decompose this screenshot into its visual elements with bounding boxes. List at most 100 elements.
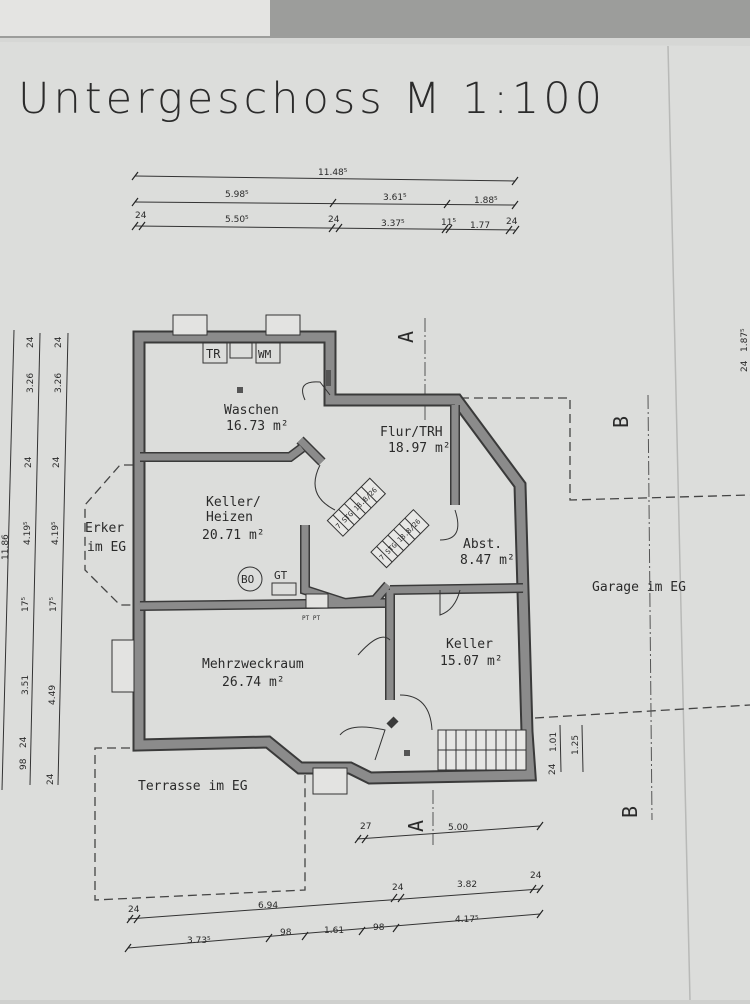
path-mark [357,636,391,656]
rooms-keller_heizen-name1-label: Keller/ [206,495,261,510]
line-mark [133,914,141,924]
drain-icon [404,750,410,756]
dimensions-left: 11.86 24 3.26 24 4.19⁵ 17⁵ 3.51 24 98 24… [1,329,69,791]
rooms-keller_heizen-area-label: 20.71 m² [202,528,265,543]
rooms-erker-name1-label: Erker [85,521,124,536]
dims_bottom-row4-1-label: 98 [280,928,292,938]
rooms-mehrzweck-name-label: Mehrzweckraum [202,657,304,672]
line-mark [265,933,273,943]
line-mark [134,201,516,206]
line-mark [134,175,516,182]
dims_left-row3-1-label: 3.26 [54,373,64,393]
path-mark [439,589,461,616]
page-title: Untergeschoss M 1:100 [18,74,606,124]
pump-label: PT PT [302,615,320,622]
line-mark [332,514,349,531]
dims_top-row2-0-label: 5.98⁵ [225,190,249,200]
line-mark [355,492,372,509]
g-mark [139,405,524,700]
rooms-abst-area-label: 8.47 m² [460,553,515,568]
path-mark [386,716,399,729]
line-mark [328,223,336,233]
dims_left-row3-6-label: 24 [46,773,56,785]
doors [302,381,461,761]
line-mark [134,225,516,231]
line-mark [398,523,416,540]
windows [111,314,348,795]
rooms-keller-area-label: 15.07 m² [440,654,503,669]
rooms-keller_heizen-name2-label: Heizen [206,510,253,525]
line-mark [358,926,366,936]
line-mark [536,884,544,894]
line-mark [445,224,453,234]
dims_right-edge-1-label: 1.87⁵ [740,328,750,352]
dims_bottom-row4-4-label: 4.17⁵ [455,915,479,925]
line-mark [536,821,544,831]
line-mark [511,176,519,186]
dims_bottom-row1-1-label: 5.00 [448,823,468,833]
path-mark [399,694,433,731]
rooms-keller-name-label: Keller [446,637,493,652]
line-mark [441,224,449,234]
dryer-box [202,342,228,364]
boiler-icon [237,566,263,592]
rect-mark [265,314,301,336]
dims_left-row3-0-label: 24 [54,336,64,348]
dims_top-row1-0-label: 11.48⁵ [318,168,348,178]
line-mark [1,329,15,791]
line-mark [529,884,537,894]
line-mark [131,171,139,181]
line-mark [393,529,410,546]
line-mark [338,508,355,526]
line-mark [124,943,132,953]
dims_top-row3-0-label: 24 [135,211,147,221]
dims_bottom-row1-0-label: 27 [360,822,371,832]
section-markers: A A B B [394,331,642,832]
rooms-flur-area-label: 18.97 m² [388,441,451,456]
path-mark [302,381,331,401]
dryer-label: TR [206,347,221,361]
path-mark [439,509,459,541]
rect-mark [172,314,208,336]
dims_left-row3-2-label: 24 [52,456,62,468]
line-mark [536,909,544,919]
sections-b-label: B [618,806,642,818]
path-mark [140,445,305,461]
line-mark [397,893,405,903]
terrasse-outline [94,747,306,901]
section-b-axis [647,394,653,821]
g-mark [438,730,526,770]
washer-box [255,342,281,364]
line-mark [127,888,541,920]
dims_bottom-row3-1-label: 6.94 [258,901,278,911]
dims_right-labels-0-label: 24 [548,763,558,775]
dims_left-row3-3-label: 4.19⁵ [51,521,61,545]
outdoor-stair [437,729,527,771]
rect-mark [111,639,135,693]
erker-outline [84,464,133,606]
dimensions-right: 24 1.01 1.25 24 1.87⁵ [548,328,750,775]
rooms-garage-name-label: Garage im EG [592,580,686,595]
dims_left-row1-0-label: 11.86 [1,534,11,560]
dims_left-row3-5-label: 4.49 [48,685,58,705]
line-mark [512,225,520,235]
rect-mark [326,477,387,537]
rooms-erker-name2-label: im EG [87,540,126,555]
rooms-abst-name-label: Abst. [463,537,502,552]
dims_bottom-row2-0-label: 24 [392,883,404,893]
rooms-flur-name-label: Flur/TRH [380,425,443,440]
line-mark [301,931,309,941]
sections-a-label: A [404,820,428,832]
dims_left-row2-2-label: 24 [24,456,34,468]
path-mark [297,437,325,465]
rooms-waschen-name-label: Waschen [224,403,279,418]
line-mark [138,221,146,231]
path-mark [339,726,386,761]
line-mark [505,225,513,235]
line-mark [131,221,139,231]
dims_left-row2-0-label: 24 [26,336,36,348]
rooms-mehrzweck-area-label: 26.74 m² [222,675,285,690]
line-mark [349,497,366,514]
gas-label: GT [274,569,288,582]
